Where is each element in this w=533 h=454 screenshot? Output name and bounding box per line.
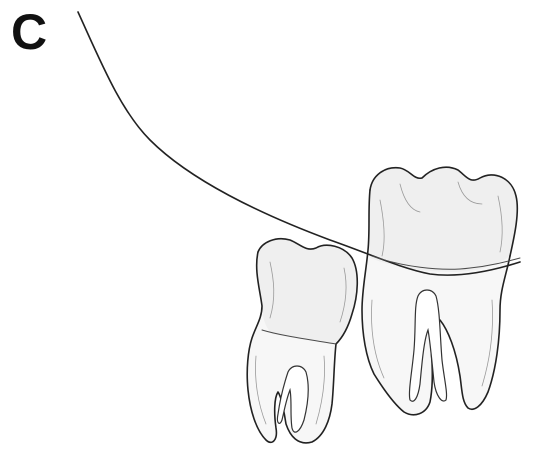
molar-tooth xyxy=(362,167,517,415)
premolar-tooth xyxy=(247,239,357,443)
